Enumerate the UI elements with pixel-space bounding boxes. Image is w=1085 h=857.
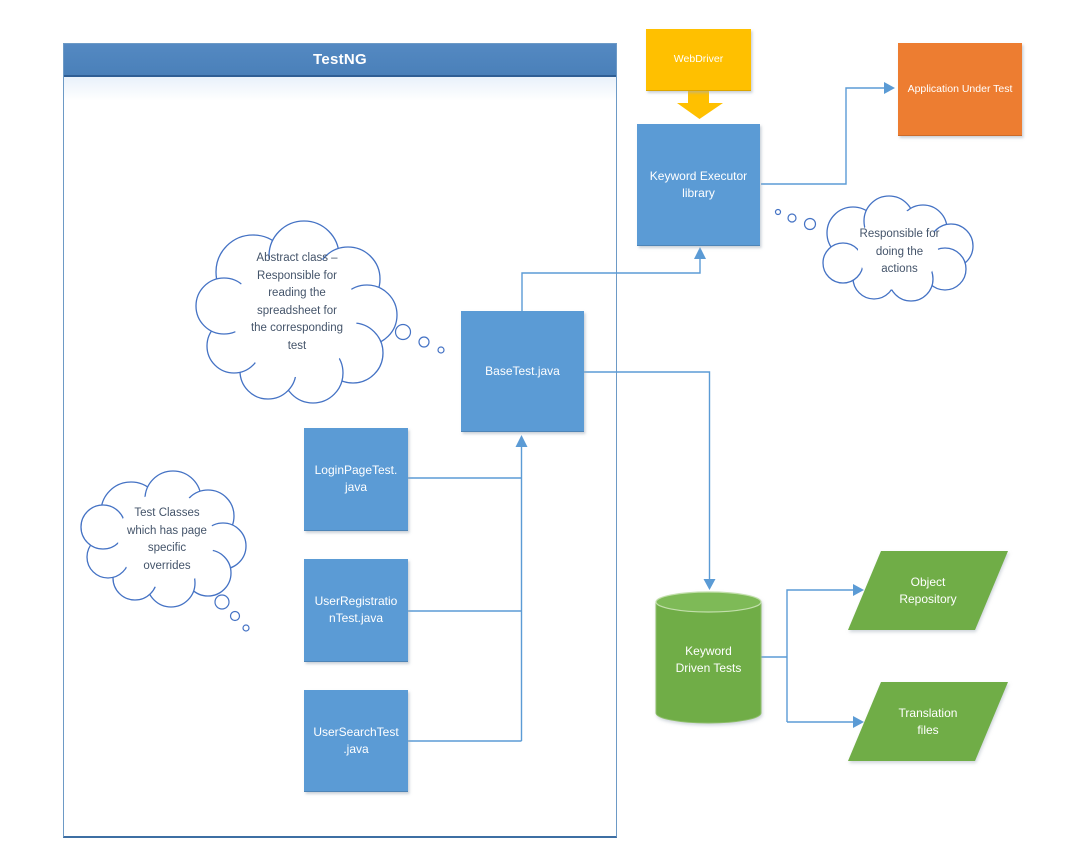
node-webdriver-label: WebDriver — [673, 53, 724, 65]
cloud-line: reading the — [268, 287, 326, 299]
testng-container-title: TestNG — [64, 44, 616, 77]
arrowhead-into-object-repository — [853, 584, 864, 596]
thought-bubbles-test-classes — [214, 594, 250, 632]
label-line: UserSearchTest — [313, 724, 399, 739]
arrowhead-into-aut-left — [884, 82, 895, 94]
arrowhead-into-translation-files — [853, 716, 864, 728]
label-line: Keyword Executor — [649, 168, 748, 183]
cloud-text-test-classes: Test Classes which has page specific ove… — [94, 505, 240, 575]
connector-basetest-to-executor — [521, 259, 701, 311]
cloud-line: specific — [147, 542, 187, 554]
cylinder-body — [655, 601, 762, 724]
cloud-line: Test Classes — [134, 507, 200, 519]
label-line: LoginPageTest. — [314, 463, 398, 477]
node-application-under-test: Application Under Test — [898, 43, 1022, 136]
node-user-search-test-label: UserSearchTest .java — [313, 724, 398, 758]
arrowhead-into-basetest-bottom — [515, 435, 528, 447]
node-basetest-label: BaseTest.java — [485, 363, 560, 378]
arrowhead-into-cylinder-top — [703, 579, 716, 590]
cloud-line: Abstract class – — [256, 252, 338, 264]
connectors — [408, 87, 884, 742]
label-line: java — [344, 480, 367, 494]
arrowheads — [515, 82, 895, 728]
cloud-line: spreadsheet for — [257, 304, 337, 317]
connector-basetest-to-keyword-driven-tests — [584, 371, 711, 579]
node-keyword-driven-tests-shape — [655, 591, 762, 724]
cloud-line: actions — [881, 263, 918, 275]
cloud-line: test — [287, 339, 307, 352]
connector-to-object-repository — [786, 589, 853, 722]
node-keyword-executor-library: Keyword Executor library — [637, 124, 760, 246]
label-line: library — [682, 185, 715, 200]
node-keyword-executor-library-label: Keyword Executor library — [650, 168, 747, 202]
block-arrow-webdriver-to-executor — [677, 91, 723, 119]
node-login-page-test-label: LoginPageTest. java — [315, 462, 398, 496]
cloud-test-classes — [80, 470, 247, 608]
cloud-line: doing the — [875, 245, 924, 258]
node-user-registration-test: UserRegistratio nTest.java — [304, 559, 408, 662]
node-login-page-test: LoginPageTest. java — [304, 428, 408, 531]
cloud-responsible-actions — [822, 195, 974, 302]
node-webdriver: WebDriver — [646, 29, 751, 91]
cloud-line: which has page — [127, 524, 207, 537]
cylinder-top — [655, 591, 762, 613]
node-basetest: BaseTest.java — [461, 311, 584, 432]
node-user-registration-test-label: UserRegistratio nTest.java — [315, 593, 398, 627]
node-user-search-test: UserSearchTest .java — [304, 690, 408, 792]
cloud-line: Responsible for — [257, 269, 337, 282]
label-line: nTest.java — [328, 611, 383, 625]
label-line: UserRegistratio — [314, 594, 398, 608]
cloud-line: Responsible for — [859, 228, 940, 240]
cloud-text-responsible-actions: Responsible for doing the actions — [829, 226, 970, 279]
parallelograms — [848, 551, 1008, 761]
cloud-abstract-class — [195, 220, 398, 404]
testng-header-fade — [64, 77, 616, 101]
label-line: .java — [343, 741, 369, 756]
cloud-line: the corresponding — [250, 322, 344, 334]
node-object-repository-shape — [848, 551, 1008, 630]
node-translation-files-shape — [848, 682, 1008, 761]
thought-bubbles-responsible-actions — [774, 208, 817, 231]
connector-executor-to-aut — [761, 87, 884, 185]
thought-bubbles-abstract-class — [394, 323, 445, 354]
cloud-line: overrides — [143, 559, 191, 572]
node-application-under-test-label: Application Under Test — [907, 82, 1013, 95]
cloud-text-abstract-class: Abstract class – Responsible for reading… — [204, 250, 390, 355]
arrowhead-into-executor-bottom — [694, 247, 706, 259]
